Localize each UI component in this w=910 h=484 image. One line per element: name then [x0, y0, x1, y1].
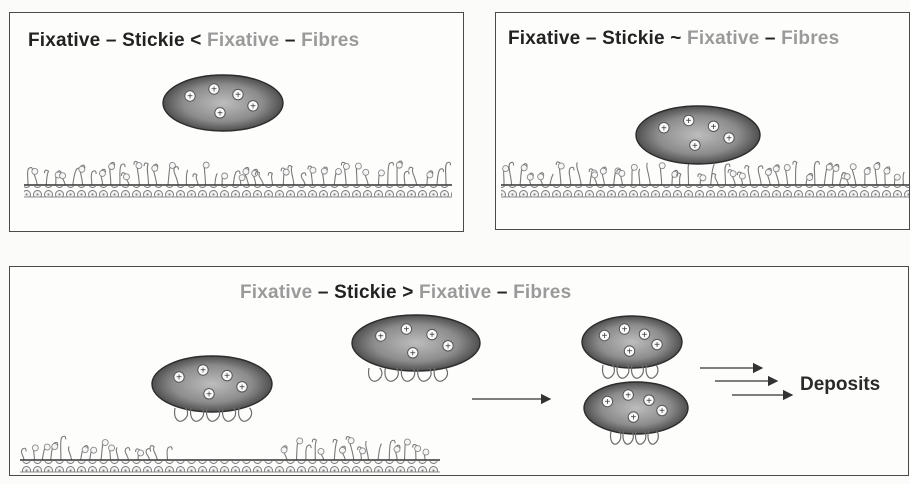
- panel-weak-interaction: Fixative – Stickie < Fixative – Fibres +…: [9, 12, 464, 232]
- scene-a: + + + + +: [10, 13, 464, 232]
- svg-text:+: +: [602, 331, 608, 342]
- svg-text:+: +: [654, 340, 660, 351]
- svg-text:+: +: [625, 391, 631, 402]
- stickie-particle: + + + + +: [152, 356, 272, 412]
- stickie-particle: + + + + +: [584, 382, 688, 434]
- stickie-particle: + + + + +: [582, 316, 682, 368]
- svg-text:+: +: [206, 389, 212, 400]
- svg-text:+: +: [726, 134, 732, 145]
- svg-text:+: +: [187, 92, 193, 103]
- svg-text:+: +: [429, 330, 435, 341]
- svg-text:+: +: [445, 341, 451, 352]
- svg-text:+: +: [224, 371, 230, 382]
- svg-text:+: +: [211, 85, 217, 96]
- svg-text:+: +: [604, 397, 610, 408]
- stickie-particle: + + + + +: [636, 106, 760, 164]
- fibre-layer: [503, 161, 905, 185]
- fibre-layer: [27, 161, 450, 185]
- svg-text:+: +: [686, 116, 692, 127]
- stickie-particle: + + + + +: [163, 75, 283, 131]
- svg-text:+: +: [235, 90, 241, 101]
- substrate-surface: [501, 185, 910, 197]
- svg-text:+: +: [176, 373, 182, 384]
- substrate-surface: [20, 460, 440, 472]
- svg-text:+: +: [200, 366, 206, 377]
- svg-text:+: +: [642, 330, 648, 341]
- svg-text:+: +: [410, 348, 416, 359]
- panel-equal-interaction: Fixative – Stickie ~ Fixative – Fibres +…: [495, 12, 910, 230]
- scene-c: + + + + + + + + + + + + + + + + + + + +: [10, 267, 909, 476]
- svg-text:+: +: [661, 123, 667, 134]
- fibre-layer: [21, 436, 428, 460]
- stickie-particle: + + + + +: [352, 315, 480, 371]
- svg-text:+: +: [250, 101, 256, 112]
- svg-text:+: +: [659, 406, 665, 417]
- deposits-label: Deposits: [800, 374, 880, 396]
- svg-text:+: +: [378, 332, 384, 343]
- svg-text:+: +: [239, 382, 245, 393]
- svg-text:+: +: [692, 141, 698, 152]
- svg-text:+: +: [627, 347, 633, 358]
- svg-text:+: +: [217, 108, 223, 119]
- svg-text:+: +: [622, 325, 628, 336]
- svg-text:+: +: [403, 325, 409, 336]
- substrate-surface: [24, 185, 452, 197]
- svg-text:+: +: [711, 122, 717, 133]
- panel-strong-interaction: Fixative – Stickie > Fixative – Fibres +…: [9, 266, 909, 476]
- svg-text:+: +: [630, 413, 636, 424]
- svg-text:+: +: [646, 396, 652, 407]
- scene-b: + + + + +: [496, 13, 910, 230]
